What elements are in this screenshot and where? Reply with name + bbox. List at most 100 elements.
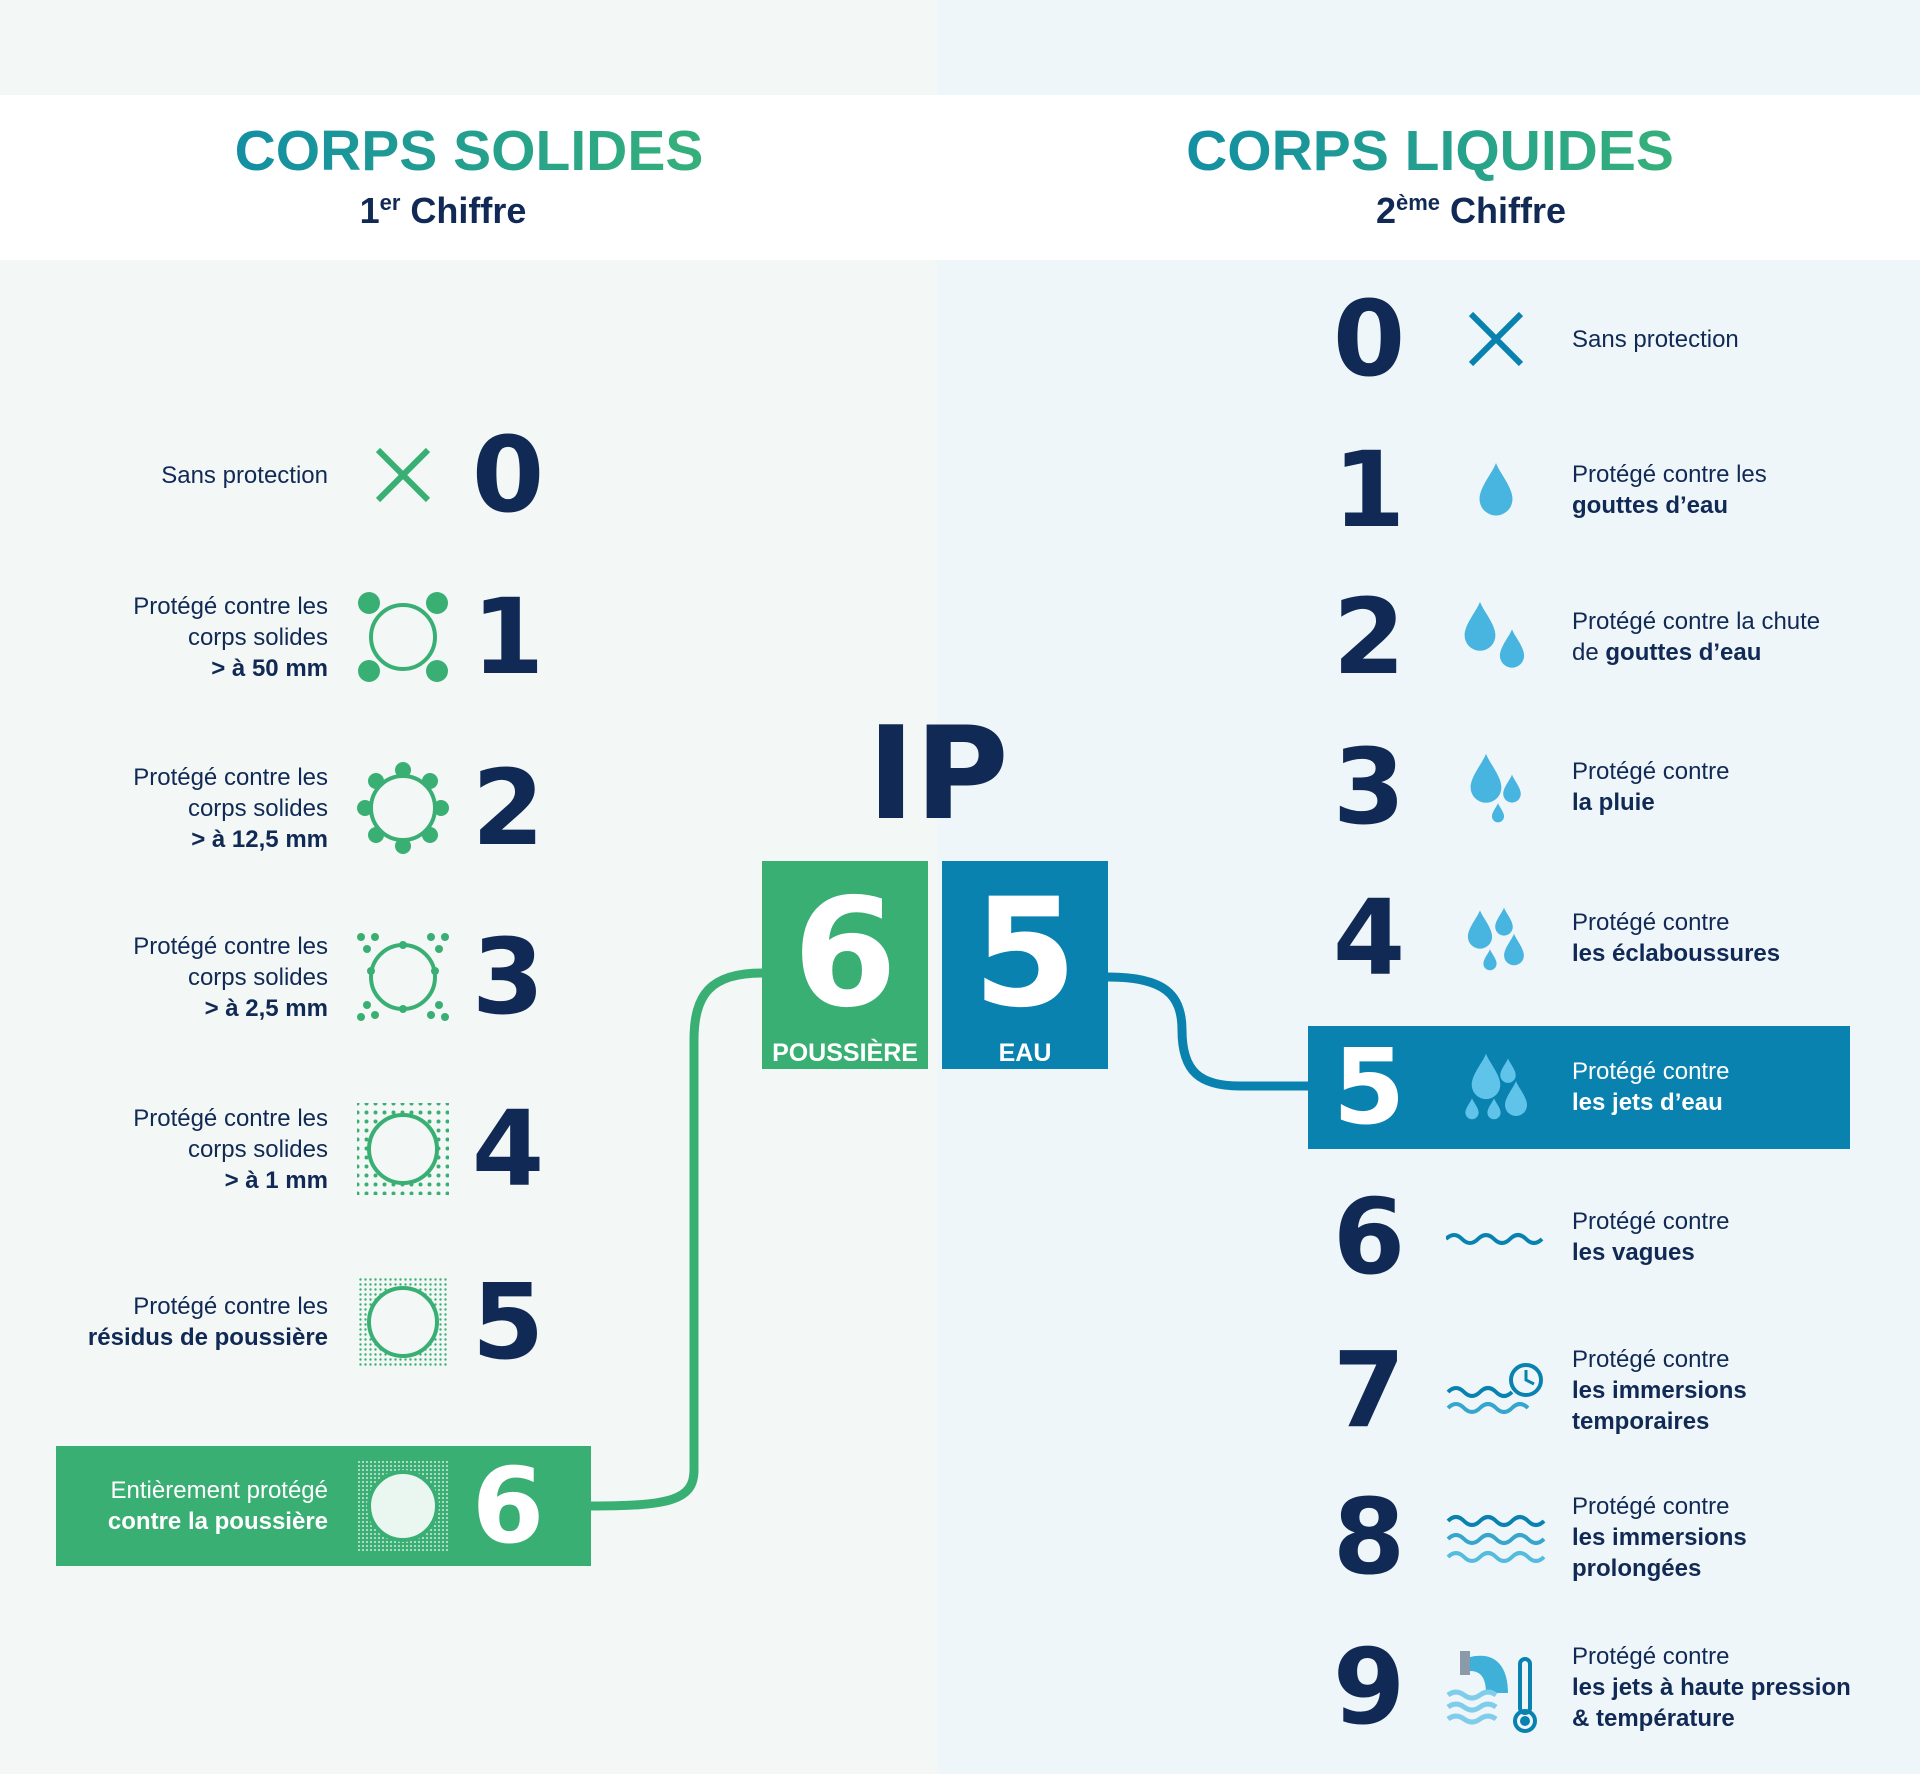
rain-icon bbox=[1470, 753, 1521, 823]
row-text: Protégé contre les immersions prolongées bbox=[1572, 1472, 1747, 1602]
circle-8-dots-icon bbox=[357, 762, 449, 854]
text-line: la pluie bbox=[1572, 789, 1655, 816]
text-line: Protégé contre bbox=[1572, 1058, 1730, 1085]
text-line: les immersions bbox=[1572, 1523, 1747, 1551]
solids-row-1: Protégé contre les corps solides > à 50 mm… bbox=[0, 572, 560, 702]
digit: 3 bbox=[471, 916, 545, 1038]
blue-connector bbox=[1107, 972, 1308, 1091]
row-text: Sans protection bbox=[161, 410, 328, 540]
liquids-row-0: 0 Sans protection bbox=[1314, 274, 1914, 404]
row-text: Entièrement protégé contre la poussière bbox=[108, 1441, 328, 1571]
text-line: corps solides bbox=[187, 794, 328, 822]
circle-small-dots-icon bbox=[357, 933, 449, 1021]
digit: 5 bbox=[1332, 1026, 1406, 1148]
text-line: > à 1 mm bbox=[224, 1166, 328, 1194]
text-line: contre la poussière bbox=[107, 1508, 328, 1535]
text-line: Protégé contre bbox=[1572, 1208, 1730, 1235]
text-line: & température bbox=[1572, 1704, 1735, 1732]
second-digit-label: EAU bbox=[998, 1039, 1052, 1067]
sub-sup: ème bbox=[1395, 190, 1441, 215]
digit: 9 bbox=[1332, 1626, 1406, 1748]
text-line: les jets d’eau bbox=[1572, 1089, 1723, 1116]
solids-subtitle: 1er Chiffre bbox=[360, 190, 527, 232]
liquids-row-1: 1 Protégé contre les gouttes d’eau bbox=[1314, 425, 1914, 555]
text-line: > à 2,5 mm bbox=[204, 994, 328, 1022]
x-icon bbox=[375, 447, 431, 503]
digit: 2 bbox=[1332, 576, 1406, 698]
row-text: Sans protection bbox=[1572, 274, 1739, 404]
sub-word: Chiffre bbox=[410, 190, 527, 231]
digit: 4 bbox=[471, 1088, 545, 1210]
high-pressure-temperature-icon bbox=[1446, 1651, 1537, 1733]
text-line: corps solides bbox=[187, 1135, 328, 1163]
text-line: gouttes d’eau bbox=[1605, 639, 1762, 666]
solids-row-2: Protégé contre les corps solides > à 12,5 … bbox=[0, 743, 560, 873]
text-line: Protégé contre bbox=[1572, 1345, 1730, 1373]
water-drop-icon bbox=[1479, 463, 1513, 516]
digit: 1 bbox=[1332, 429, 1406, 551]
circle-fine-dust-icon bbox=[357, 1276, 449, 1368]
falling-drops-icon bbox=[1464, 601, 1525, 668]
solids-row-0: Sans protection 0 bbox=[0, 410, 560, 540]
row-text: Protégé contre les jets d’eau bbox=[1572, 1022, 1729, 1152]
first-digit: 6 bbox=[792, 867, 898, 1041]
circle-4-dots-icon bbox=[358, 592, 448, 682]
text-line: Protégé contre les bbox=[133, 592, 328, 620]
row-text: Protégé contre les corps solides > à 50 mm bbox=[133, 572, 328, 702]
text-line: résidus de poussière bbox=[87, 1324, 328, 1351]
circle-dot-grid-icon bbox=[357, 1103, 449, 1195]
text-line: corps solides bbox=[187, 963, 328, 991]
liquids-subtitle: 2ème Chiffre bbox=[1376, 190, 1566, 232]
liquids-row-5-highlighted: 5 Protégé contre les jets d’eau bbox=[1308, 1026, 1850, 1149]
text-line: Sans protection bbox=[1572, 325, 1739, 353]
text-line: Sans protection bbox=[161, 461, 328, 489]
text-line: Protégé contre la chute bbox=[1572, 608, 1821, 635]
text-line: gouttes d’eau bbox=[1572, 492, 1729, 519]
row-text: Protégé contre les corps solides > à 12,5 … bbox=[133, 743, 328, 873]
row-text: Protégé contre les corps solides > à 2,5 m… bbox=[133, 912, 328, 1042]
text-line: Protégé contre bbox=[1572, 1642, 1730, 1670]
liquids-title: CORPS LIQUIDES bbox=[1186, 119, 1674, 183]
water-jets-icon bbox=[1465, 1053, 1527, 1120]
solids-title: CORPS SOLIDES bbox=[234, 119, 704, 183]
text-line: > à 50 mm bbox=[211, 654, 328, 682]
digit: 3 bbox=[1332, 726, 1406, 848]
text-line: Entièrement protégé bbox=[110, 1477, 328, 1504]
digit: 4 bbox=[1332, 877, 1406, 999]
x-icon bbox=[1468, 311, 1524, 367]
text-line: corps solides bbox=[187, 623, 328, 651]
digit: 6 bbox=[1332, 1176, 1406, 1298]
text-line: Protégé contre les bbox=[133, 932, 328, 960]
circle-sealed-dust-icon bbox=[357, 1460, 449, 1552]
text-line: Protégé contre les bbox=[133, 763, 328, 791]
splash-icon bbox=[1467, 907, 1524, 971]
text-line: les éclaboussures bbox=[1572, 940, 1781, 967]
text-line: Protégé contre bbox=[1572, 1492, 1730, 1520]
text-line: > à 12,5 mm bbox=[191, 825, 328, 853]
wave-icon bbox=[1446, 1233, 1544, 1245]
text-line: prolongées bbox=[1572, 1554, 1702, 1582]
text-line: Protégé contre les bbox=[1572, 461, 1767, 488]
text-line: temporaires bbox=[1572, 1407, 1710, 1435]
digit: 5 bbox=[471, 1261, 545, 1383]
digit: 7 bbox=[1332, 1329, 1406, 1451]
digit: 0 bbox=[1332, 278, 1406, 400]
digit: 0 bbox=[471, 414, 545, 536]
first-digit-label: POUSSIÈRE bbox=[772, 1039, 918, 1067]
ip-label: IP bbox=[867, 700, 1009, 849]
solids-row-3: Protégé contre les corps solides > à 2,5 m… bbox=[0, 912, 560, 1042]
